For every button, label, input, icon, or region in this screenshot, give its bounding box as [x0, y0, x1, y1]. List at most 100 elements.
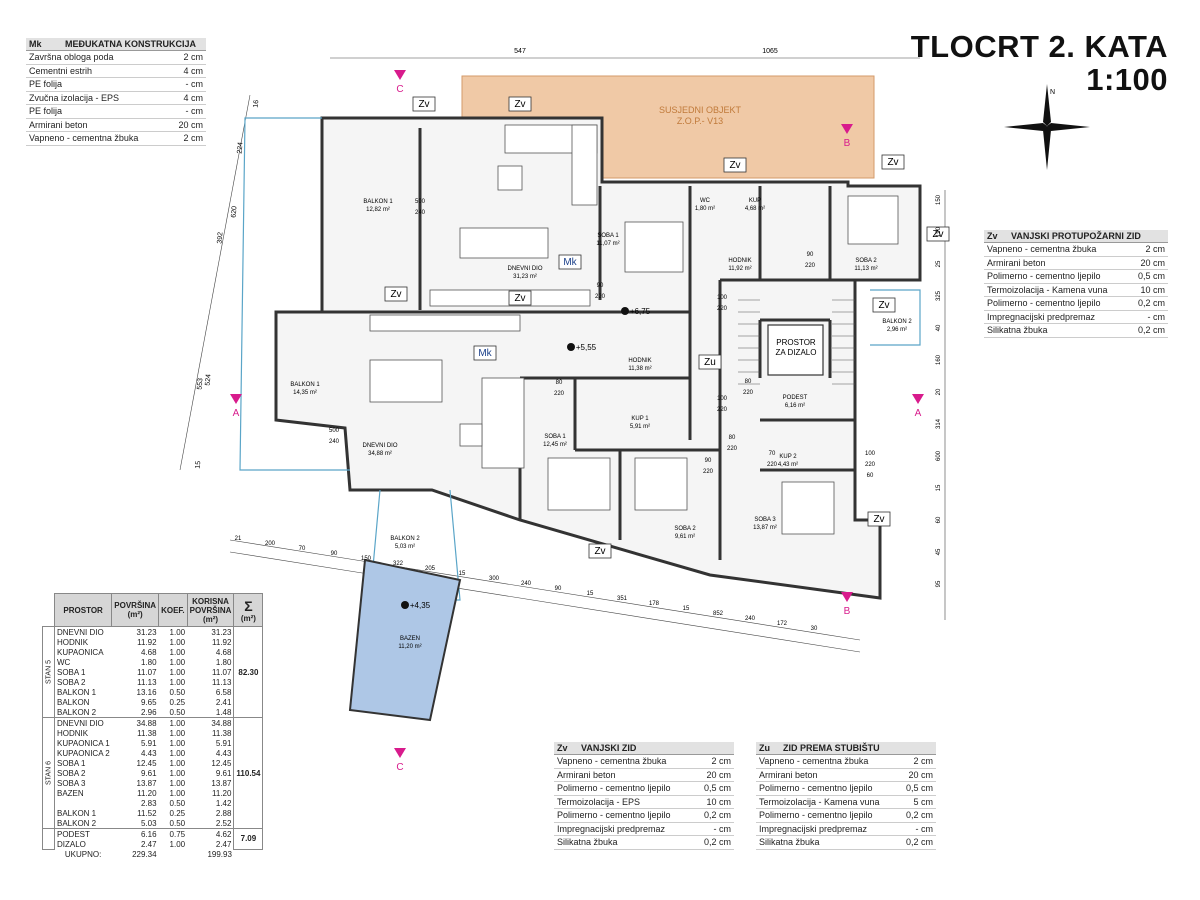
unit-total: 110.54 [233, 717, 264, 829]
useful-value: 6.58 [215, 687, 232, 697]
dimension-value: 553 [197, 378, 205, 390]
layer-row: PE folija- cm [26, 104, 206, 119]
opening-size: 60 [867, 473, 874, 479]
dimension-value: 15 [936, 484, 942, 491]
opening-size: 80 [556, 380, 563, 386]
north-arrow-icon: N [1004, 84, 1090, 170]
room-area: 31,23 m² [513, 274, 537, 280]
layer-thickness: 0,2 cm [693, 808, 734, 823]
total-area: 229.34 [132, 849, 157, 859]
dimension-value: 547 [514, 48, 526, 55]
wall-tag: Zv [932, 229, 943, 240]
useful-value: 2.52 [215, 818, 232, 828]
layer-thickness: 2 cm [166, 50, 206, 65]
layer-thickness: 2 cm [1129, 242, 1168, 257]
lift-label: PROSTOR [776, 338, 816, 347]
room-area: 13,87 m² [753, 525, 777, 531]
wall-tag: Zv [878, 300, 889, 311]
unit-total: 7.09 [233, 828, 264, 850]
opening-size: 220 [717, 407, 728, 413]
pool [348, 558, 462, 722]
layer-thickness: 0,2 cm [693, 835, 734, 850]
dimension-value: 852 [713, 611, 724, 617]
floor-tag: Mk [478, 348, 492, 359]
room-name: BALKON 1 [290, 382, 320, 388]
wall-tag: Zv [390, 289, 401, 300]
wall-tag-box [872, 297, 896, 313]
coef-value: 0.50 [169, 687, 186, 697]
coef-value: 1.00 [169, 627, 186, 637]
opening-size: 220 [743, 390, 754, 396]
section-marker-c: C [396, 762, 403, 773]
layer-thickness: 4 cm [166, 91, 206, 105]
section-arrow-icon [841, 592, 853, 602]
space-name: DIZALO [57, 839, 86, 849]
area-value: 13.16 [136, 687, 157, 697]
useful-value: 11.38 [211, 728, 232, 738]
layer-thickness: 0,2 cm [898, 808, 936, 823]
layer-name: Vapneno - cementna žbuka [26, 131, 166, 146]
dimension-value: 150 [361, 556, 372, 562]
section-marker-b: B [844, 138, 851, 149]
dimension-value: 200 [265, 541, 276, 547]
coef-value: 0.50 [169, 818, 186, 828]
layer-thickness: 0,5 cm [693, 781, 734, 796]
coef-value: 1.00 [169, 788, 186, 798]
dimension-value: 524 [205, 374, 213, 386]
layer-name: Armirani beton [756, 768, 898, 782]
useful-value: 1.48 [215, 707, 232, 717]
area-value: 11.20 [137, 788, 157, 798]
useful-value: 12.45 [211, 758, 232, 768]
space-name: BALKON [57, 697, 90, 707]
opening-size: 220 [554, 391, 565, 397]
space-name: HODNIK [57, 728, 89, 738]
room-area: 9,61 m² [675, 534, 695, 540]
area-value: 9.65 [140, 697, 157, 707]
opening-size: 220 [703, 469, 714, 475]
area-value: 2.96 [140, 707, 157, 717]
opening-size: 240 [329, 439, 340, 445]
space-name: KUPAONICA 1 [57, 738, 110, 748]
layer-name: Završna obloga poda [26, 50, 166, 65]
coef-value: 1.00 [169, 657, 186, 667]
space-name: BALKON 2 [57, 818, 97, 828]
useful-value: 4.43 [215, 748, 232, 758]
section-arrow-icon [394, 748, 406, 758]
layer-name: Vapneno - cementna žbuka [984, 242, 1130, 257]
bed [547, 457, 611, 511]
area-value: 6.16 [140, 829, 157, 839]
layer-thickness: 0,2 cm [1129, 296, 1168, 311]
dimension-value: 392 [217, 232, 225, 244]
layer-name: Zvučna izolacija - EPS [26, 91, 166, 105]
dimension-value: 190 [936, 226, 942, 237]
wall-tag-box [588, 543, 612, 559]
area-value: 4.68 [140, 647, 157, 657]
useful-value: 11.13 [211, 677, 232, 687]
space-name: SOBA 3 [57, 778, 86, 788]
area-value: 12.45 [136, 758, 157, 768]
dimension-value: 325 [936, 290, 942, 301]
room-name: PODEST [783, 395, 808, 401]
useful-value: 4.68 [215, 647, 232, 657]
dining-table [459, 227, 549, 259]
layer-thickness: 2 cm [693, 754, 734, 769]
area-header-area-label: POVRŠINA [114, 601, 157, 610]
opening-size: 220 [767, 462, 778, 468]
opening-size: 70 [769, 451, 776, 457]
area-value: 5.91 [140, 738, 157, 748]
room-name: BALKON 2 [390, 536, 420, 542]
useful-value: 13.87 [211, 778, 232, 788]
layer-name: Impregnacijski predpremaz [756, 822, 898, 836]
layer-row: Impregnacijski predpremaz- cm [984, 310, 1168, 324]
useful-value: 5.91 [215, 738, 232, 748]
area-value: 1.80 [140, 657, 157, 667]
mk-code: Mk [26, 38, 62, 51]
useful-value: 2.41 [215, 697, 232, 707]
room-name: BAZEN [400, 636, 420, 642]
opening-size: 500 [415, 199, 426, 205]
